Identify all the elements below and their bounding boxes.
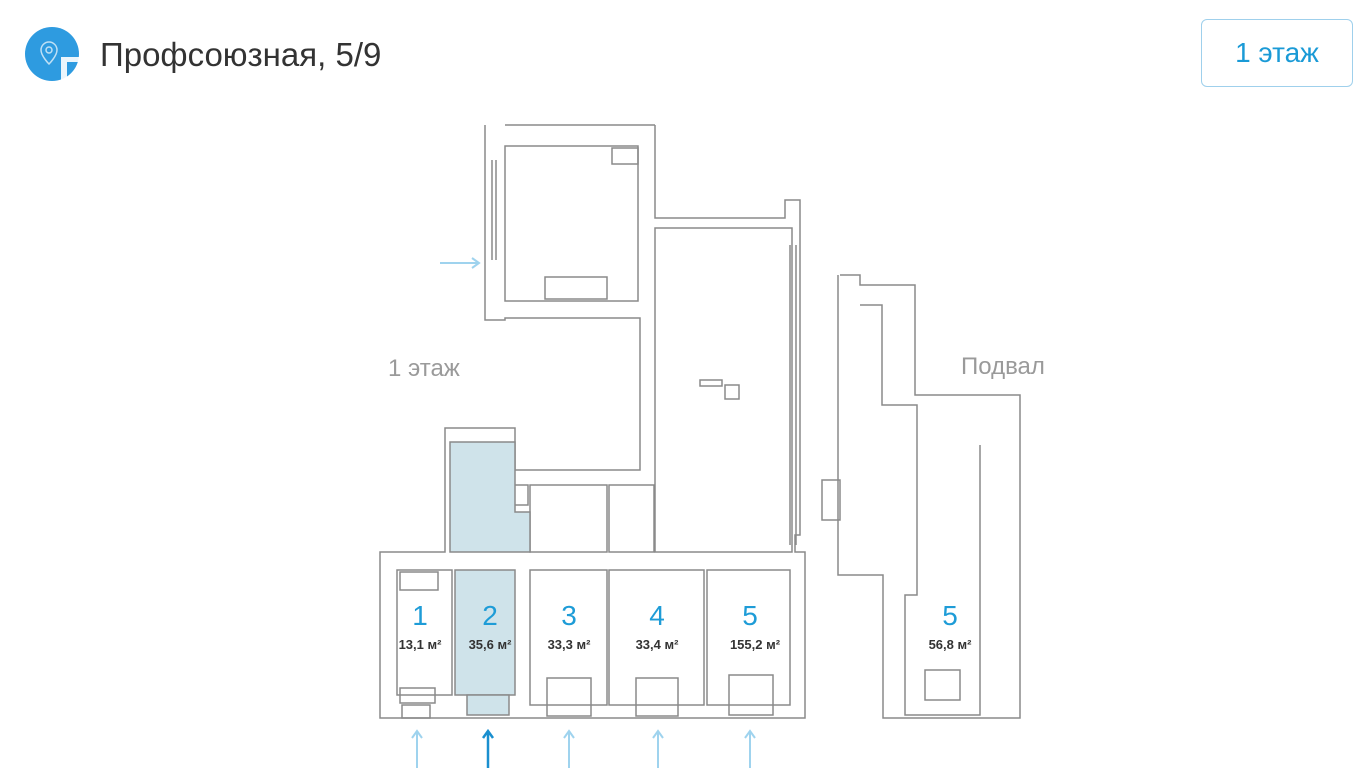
unit-area: 35,6 м² (468, 637, 512, 652)
unit-area: 33,3 м² (547, 637, 591, 652)
unit-area: 33,4 м² (635, 637, 679, 652)
map-pin-icon (25, 27, 79, 81)
basement-label: Подвал (961, 353, 1045, 380)
entrance-arrow-icon (440, 257, 481, 269)
unit-number: 4 (649, 600, 665, 631)
page-title: Профсоюзная, 5/9 (100, 36, 382, 73)
unit-area: 13,1 м² (398, 637, 442, 652)
unit-number: 5 (742, 600, 758, 631)
floor-label: 1 этаж (388, 355, 460, 382)
unit-number: 2 (482, 600, 498, 631)
unit-number: 3 (561, 600, 577, 631)
unit-number: 1 (412, 600, 428, 631)
selected-entrance-arrow-icon (481, 728, 495, 768)
unit-area: 56,8 м² (928, 637, 972, 652)
unit-number: 5 (942, 600, 958, 631)
unit-area: 155,2 м² (729, 637, 781, 652)
floor-selector-button[interactable]: 1 этаж (1201, 19, 1353, 87)
